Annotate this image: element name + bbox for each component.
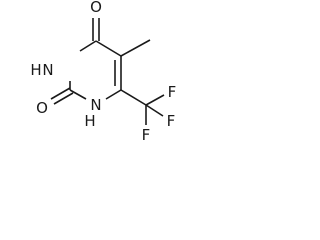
atom-oxygen-top: O [90, 0, 102, 16]
atom-fluorine-lower-left: F [142, 126, 151, 144]
bond-cf3-f-lower-right [145, 104, 164, 117]
bond-c4-c5 [95, 40, 122, 57]
atom-oxygen-left: O [36, 99, 48, 117]
atom-hydrogen-lower: H [84, 112, 95, 130]
bond-n1-c2 [69, 89, 87, 100]
bond-c6-n1 [105, 89, 122, 100]
atom-fluorine-upper: F [168, 83, 177, 101]
molecular-structure: O H N O H N F F F [30, 0, 176, 144]
atom-hydrogen-upper: H [30, 61, 41, 79]
bond-cf3-f-upper [145, 94, 165, 106]
bond-c5-methyl [120, 39, 151, 57]
bond-c6-cf3 [120, 89, 147, 106]
atom-nitrogen-lower: N [90, 96, 101, 114]
atom-fluorine-lower-right: F [167, 112, 176, 130]
bond-c2-o-left [50, 87, 71, 100]
atom-labels: O H N O H N F F F [30, 0, 176, 144]
bond-n3-c4 [79, 40, 97, 52]
pyrimidine-ring [69, 40, 122, 100]
substituent-bonds [50, 18, 165, 125]
atom-nitrogen-upper: N [42, 61, 53, 79]
bond-c2-o-left-double [53, 92, 74, 105]
